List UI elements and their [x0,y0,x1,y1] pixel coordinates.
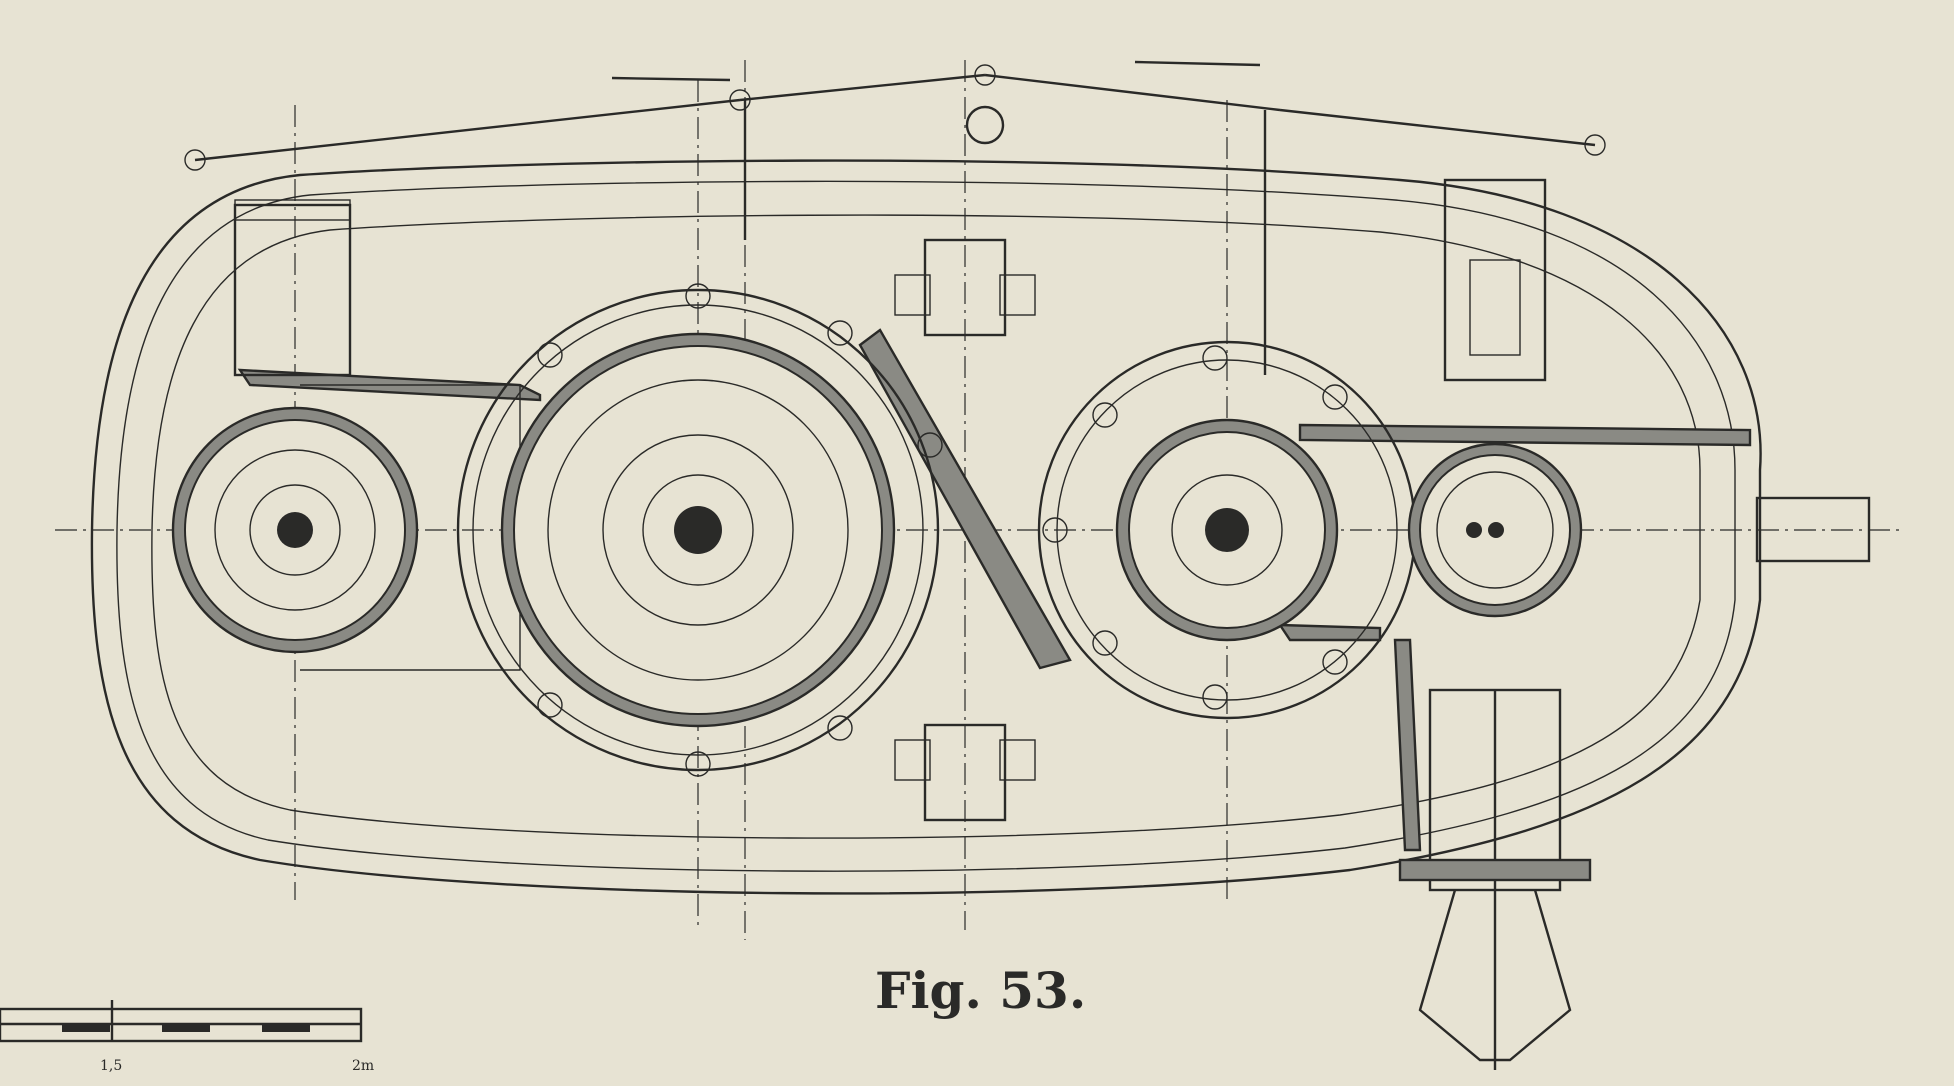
output-shaft [1755,496,1871,563]
gear-4 [1407,442,1583,618]
gear-2 [456,283,943,777]
scale-label-end: 2m [352,1058,374,1074]
gear-3 [1037,340,1417,720]
scale-label-mid: 1,5 [100,1058,122,1074]
linkage-rods [184,60,1606,382]
bearing-blocks [894,238,1036,822]
casing [90,159,1762,895]
bolts [1042,345,1348,710]
figure-caption: Fig. 53. [875,961,1086,1020]
bolts [537,283,943,777]
scale-bar: 1,5 2m [0,1000,374,1074]
lower-pump [1398,688,1592,1070]
gear-1 [171,406,419,654]
